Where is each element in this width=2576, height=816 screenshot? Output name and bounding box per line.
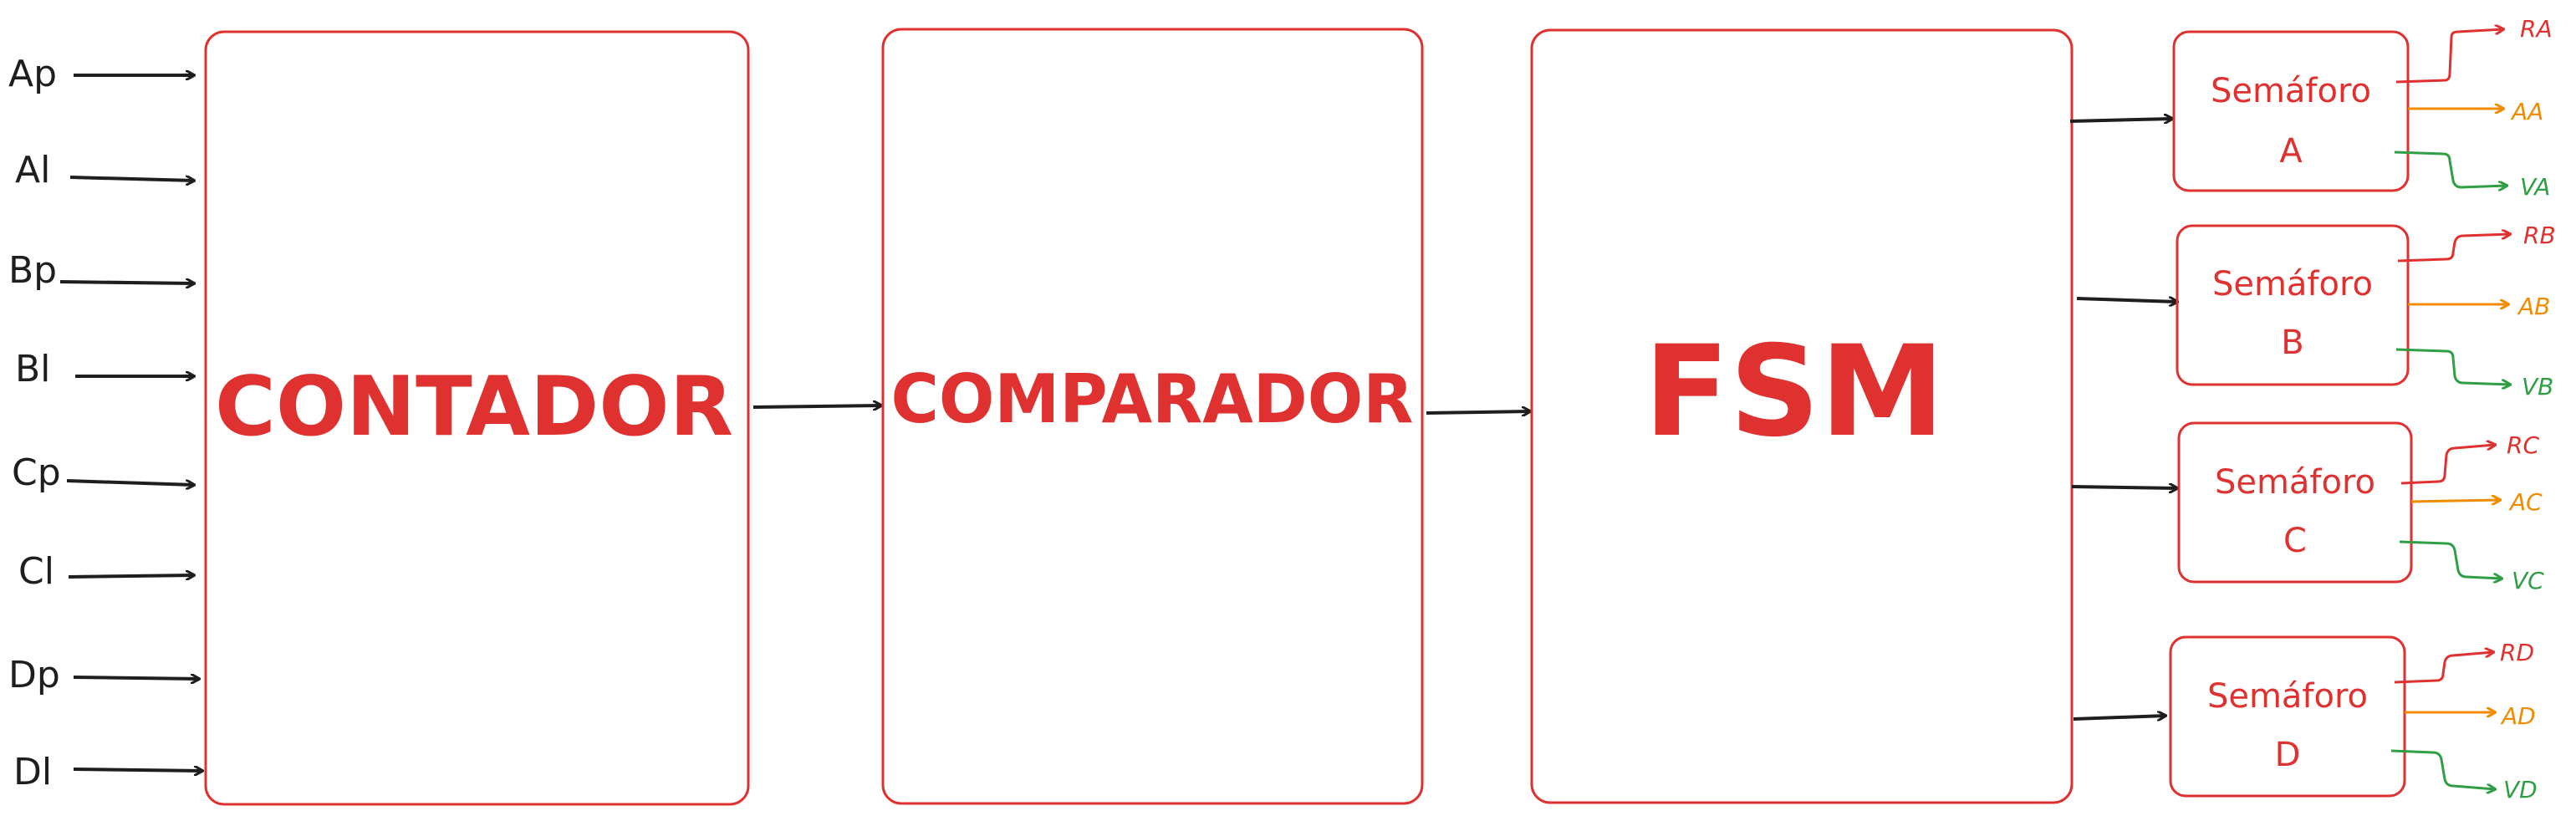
semaforo-c-block: Semáforo C RC AC VC xyxy=(2177,421,2544,594)
input-label-cp: Cp xyxy=(12,451,61,494)
input-label-cl: Cl xyxy=(18,550,54,593)
input-label-bp: Bp xyxy=(8,249,57,292)
output-label-ad: AD xyxy=(2500,702,2536,730)
output-arrow-va xyxy=(2394,150,2507,187)
semaforo-a-letter: A xyxy=(2279,132,2303,171)
output-arrow-vb xyxy=(2395,348,2510,385)
semaforo-b-title: Semáforo xyxy=(2212,265,2373,303)
input-arrow-dl xyxy=(73,769,202,771)
fsm-block: FSM xyxy=(1530,28,2074,804)
semaforo-d-block: Semáforo D RD AD VD xyxy=(2169,635,2538,803)
output-label-vd: VD xyxy=(2503,776,2538,803)
input-arrow-bp xyxy=(59,282,194,283)
arrow-contador-to-comparador xyxy=(752,405,881,407)
input-label-dl: Dl xyxy=(13,751,52,793)
input-label-bl: Bl xyxy=(15,348,50,390)
semaforo-b-block: Semáforo B RB AB VB xyxy=(2176,222,2556,400)
input-arrow-al xyxy=(69,177,194,181)
output-label-ra: RA xyxy=(2520,15,2553,43)
input-arrow-cl xyxy=(68,575,194,577)
output-label-aa: AA xyxy=(2510,98,2543,125)
semaforo-d-letter: D xyxy=(2275,736,2301,774)
output-label-vb: VB xyxy=(2522,373,2553,400)
output-arrow-rd xyxy=(2394,652,2493,684)
output-label-rb: RB xyxy=(2523,222,2556,249)
comparador-block: COMPARADOR xyxy=(881,28,1424,805)
output-arrow-ra xyxy=(2395,29,2503,84)
input-arrow-cp xyxy=(66,479,194,485)
input-label-ap: Ap xyxy=(8,53,57,95)
fsm-label: FSM xyxy=(1644,319,1945,465)
output-arrow-ac xyxy=(2410,500,2500,502)
output-label-ab: AB xyxy=(2517,293,2550,320)
semaforo-d-title: Semáforo xyxy=(2207,677,2368,716)
input-group: Ap Al Bp Bl Cp Cl Dp Dl xyxy=(8,53,202,793)
arrow-comparador-to-fsm xyxy=(1426,411,1530,413)
output-label-vc: VC xyxy=(2512,567,2544,594)
arrow-fsm-to-semaforo-a xyxy=(2069,119,2172,121)
output-arrow-rb xyxy=(2397,234,2510,263)
arrow-fsm-to-semaforo-b xyxy=(2076,298,2177,302)
output-label-rd: RD xyxy=(2500,639,2534,666)
output-label-va: VA xyxy=(2520,173,2550,201)
semaforo-a-block: Semáforo A RA AA VA xyxy=(2172,15,2553,201)
arrow-fsm-to-semaforo-d xyxy=(2073,716,2165,719)
semaforo-c-title: Semáforo xyxy=(2215,463,2375,502)
semaforo-b-letter: B xyxy=(2281,324,2303,362)
contador-block: CONTADOR xyxy=(204,30,750,806)
output-label-ac: AC xyxy=(2508,488,2543,516)
output-label-rc: RC xyxy=(2507,431,2539,459)
arrow-fsm-to-semaforo-c xyxy=(2071,487,2177,488)
input-label-al: Al xyxy=(15,149,50,191)
contador-label: CONTADOR xyxy=(215,360,733,455)
comparador-label: COMPARADOR xyxy=(891,360,1414,438)
output-arrow-rc xyxy=(2400,445,2495,485)
output-arrow-vc xyxy=(2399,540,2502,579)
semaforo-a-title: Semáforo xyxy=(2211,72,2371,110)
input-arrow-dp xyxy=(73,677,199,679)
input-label-dp: Dp xyxy=(8,654,60,696)
output-arrow-vd xyxy=(2390,749,2495,789)
semaforo-c-letter: C xyxy=(2283,522,2307,560)
